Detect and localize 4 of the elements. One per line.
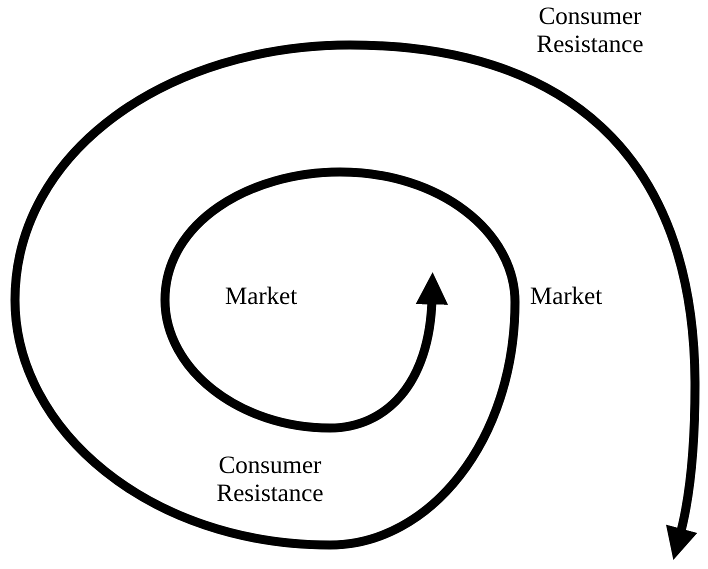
region-label: Market <box>225 283 298 311</box>
region-label: Consumer Resistance <box>216 452 324 508</box>
region-label: Consumer Resistance <box>536 3 644 59</box>
region-label: Market <box>530 283 602 311</box>
